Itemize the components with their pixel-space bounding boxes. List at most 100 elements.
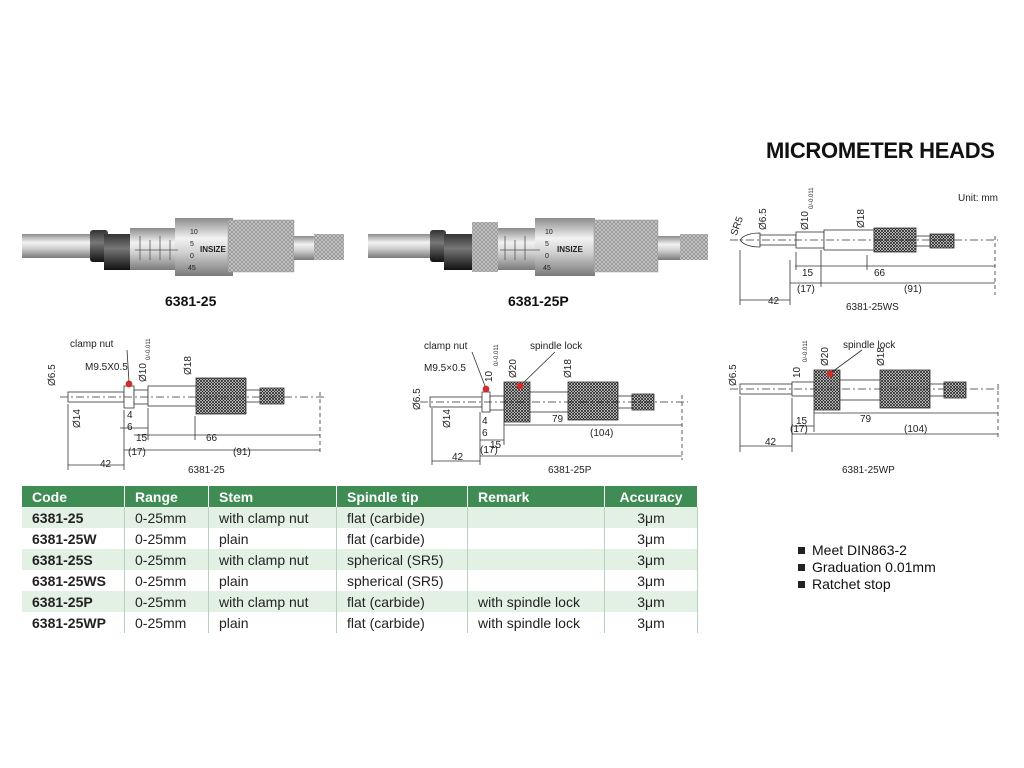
dim-label: 4 xyxy=(127,410,133,421)
feature-list: Meet DIN863-2 Graduation 0.01mm Ratchet … xyxy=(798,542,936,593)
dim-label: 66 xyxy=(874,268,886,279)
photo-6381-25p: 10 5 0 45 INSIZE xyxy=(368,218,708,276)
cell-spindle-tip: flat (carbide) xyxy=(336,612,468,633)
cell-range: 0-25mm xyxy=(124,591,209,612)
cell-remark: with spindle lock xyxy=(467,612,605,633)
drawing-caption: 6381-25WP xyxy=(842,465,895,476)
cell-remark xyxy=(467,570,605,591)
dim-label: 79 xyxy=(860,414,872,425)
callout-spindle-lock: spindle lock xyxy=(530,341,583,352)
dim-label: 42 xyxy=(765,437,777,448)
cell-remark xyxy=(467,549,605,570)
cell-spindle-tip: flat (carbide) xyxy=(336,591,468,612)
tolerance-label: 0/-0.011 xyxy=(494,344,500,366)
cell-code: 6381-25WS xyxy=(22,570,125,591)
scale-number: 10 xyxy=(190,229,198,236)
callout-spindle-lock: spindle lock xyxy=(843,340,896,351)
cell-stem: with clamp nut xyxy=(208,507,337,528)
drawing-caption: 6381-25P xyxy=(548,465,592,476)
scale-number: 0 xyxy=(545,253,549,260)
drawing-6381-25-labels: clamp nut M9.5X0.5 Ø6.5 Ø10 0/-0.011 Ø18… xyxy=(47,338,251,470)
dim-label: Ø6.5 xyxy=(758,208,769,230)
dim-label: Ø18 xyxy=(563,359,574,378)
dim-label: Ø14 xyxy=(442,409,453,428)
cell-spindle-tip: flat (carbide) xyxy=(336,507,468,528)
scale-number: 0 xyxy=(190,253,194,260)
cell-remark: with spindle lock xyxy=(467,591,605,612)
dim-label: Ø18 xyxy=(183,356,194,375)
cell-range: 0-25mm xyxy=(124,549,209,570)
dim-label: Ø18 xyxy=(856,209,867,228)
dim-label: 15 xyxy=(490,440,502,451)
dim-label: (91) xyxy=(233,447,251,458)
cell-stem: with clamp nut xyxy=(208,549,337,570)
scale-number: 45 xyxy=(543,265,551,272)
drawing-6381-25wp-labels: spindle lock Ø6.5 10 0/-0.011 Ø20 Ø18 15… xyxy=(728,340,927,448)
dim-label: (104) xyxy=(590,428,613,439)
cell-remark xyxy=(467,507,605,528)
cell-spindle-tip: flat (carbide) xyxy=(336,528,468,549)
dim-label: 66 xyxy=(206,433,218,444)
cell-spindle-tip: spherical (SR5) xyxy=(336,549,468,570)
scale-number: 5 xyxy=(190,241,194,248)
column-header: Stem xyxy=(208,486,337,507)
unit-label: Unit: mm xyxy=(958,193,998,204)
dim-label: Ø6.5 xyxy=(728,364,739,386)
drawing-6381-25wp xyxy=(730,349,1000,452)
drawing-caption: 6381-25WS xyxy=(846,302,899,313)
cell-accuracy: 3μm xyxy=(604,591,698,612)
drawing-6381-25p xyxy=(420,351,688,465)
specification-table: Code Range Stem Spindle tip Remark Accur… xyxy=(22,486,698,633)
table-header-row: Code Range Stem Spindle tip Remark Accur… xyxy=(22,486,698,507)
column-header: Remark xyxy=(467,486,605,507)
cell-range: 0-25mm xyxy=(124,570,209,591)
dim-label: 10 xyxy=(484,370,495,382)
cell-code: 6381-25W xyxy=(22,528,125,549)
column-header: Code xyxy=(22,486,125,507)
dim-label: 15 xyxy=(796,416,808,427)
table-row: 6381-25WS 0-25mm plain spherical (SR5) 3… xyxy=(22,570,698,591)
cell-stem: with clamp nut xyxy=(208,591,337,612)
cell-code: 6381-25P xyxy=(22,591,125,612)
product-illustrations: 10 5 0 45 INSIZE 10 5 0 45 INSIZE xyxy=(22,187,1000,470)
drawing-caption: 6381-25 xyxy=(188,465,225,476)
drawing-6381-25 xyxy=(60,349,326,470)
tolerance-label: 0/-0.011 xyxy=(809,187,815,209)
cell-range: 0-25mm xyxy=(124,507,209,528)
scale-number: 5 xyxy=(545,241,549,248)
brand-logo: INSIZE xyxy=(557,245,583,254)
dim-label: (17) xyxy=(790,424,808,435)
photo-caption: 6381-25P xyxy=(508,293,569,309)
dim-label: Ø6.5 xyxy=(412,388,423,410)
cell-remark xyxy=(467,528,605,549)
drawing-6381-25p-labels: clamp nut spindle lock M9.5×0.5 Ø6.5 10 … xyxy=(412,341,613,463)
photo-caption: 6381-25 xyxy=(165,293,217,309)
table-row: 6381-25WP 0-25mm plain flat (carbide) wi… xyxy=(22,612,698,633)
dim-label: 42 xyxy=(768,296,780,307)
feature-item: Graduation 0.01mm xyxy=(798,559,936,576)
cell-stem: plain xyxy=(208,528,337,549)
cell-range: 0-25mm xyxy=(124,528,209,549)
dim-label: 79 xyxy=(552,414,564,425)
callout-clamp-nut: clamp nut xyxy=(70,339,114,350)
cell-code: 6381-25S xyxy=(22,549,125,570)
dim-label: Ø20 xyxy=(508,359,519,378)
dim-label: M9.5X0.5 xyxy=(85,362,128,373)
cell-stem: plain xyxy=(208,570,337,591)
cell-spindle-tip: spherical (SR5) xyxy=(336,570,468,591)
dim-label: 6 xyxy=(127,422,133,433)
dim-label: 15 xyxy=(136,433,148,444)
table-row: 6381-25 0-25mm with clamp nut flat (carb… xyxy=(22,507,698,528)
dim-label: 4 xyxy=(482,416,488,427)
dim-label: 42 xyxy=(452,452,464,463)
photo-6381-25: 10 5 0 45 INSIZE xyxy=(22,218,344,276)
cell-accuracy: 3μm xyxy=(604,507,698,528)
dim-label: Ø10 xyxy=(800,211,811,230)
cell-code: 6381-25WP xyxy=(22,612,125,633)
dim-label: (17) xyxy=(480,445,498,456)
dim-label: Ø14 xyxy=(72,409,83,428)
dim-label: 6 xyxy=(482,428,488,439)
dim-label: (17) xyxy=(797,284,815,295)
cell-code: 6381-25 xyxy=(22,507,125,528)
drawing-6381-25ws xyxy=(730,227,998,305)
